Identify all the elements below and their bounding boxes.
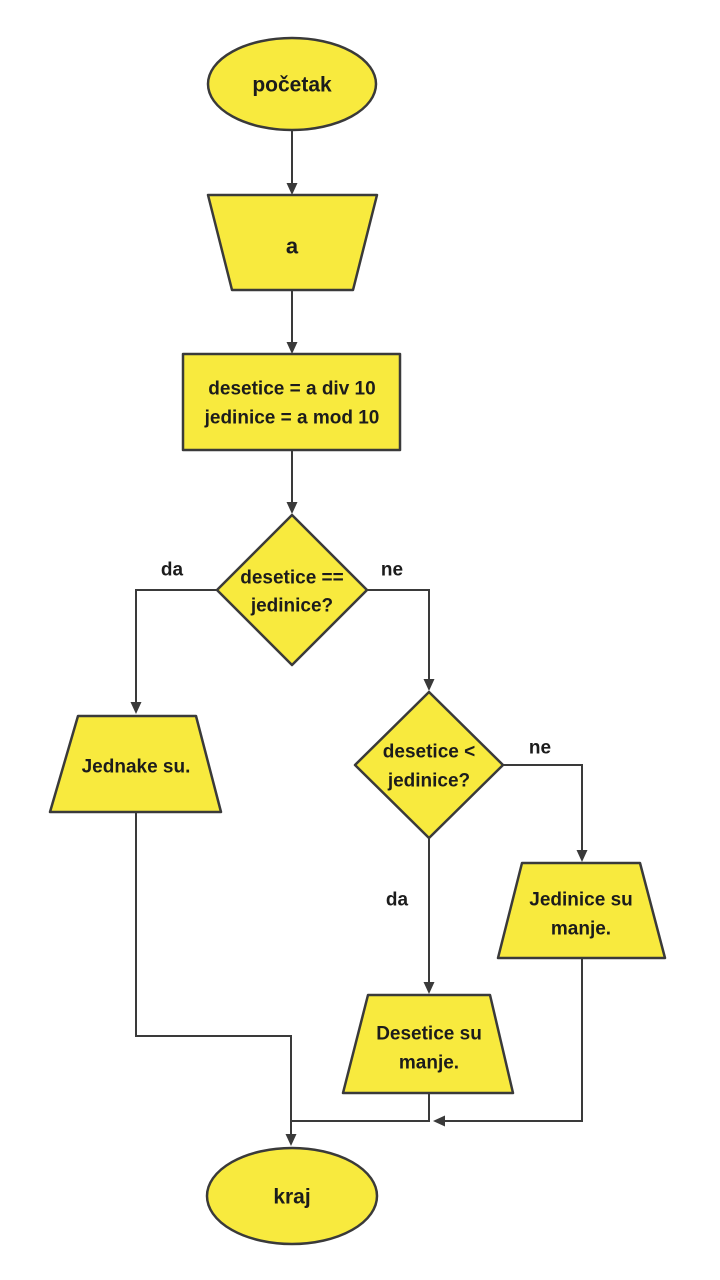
decision1-no-label: ne <box>381 560 403 581</box>
decision1-diamond <box>215 513 369 667</box>
start-label: početak <box>252 74 332 97</box>
edge-output-equal-to-end <box>135 812 292 1136</box>
output-units-smaller-line2: manje. <box>551 919 611 940</box>
edge-decision2-no <box>503 764 583 852</box>
decision1-yes-label: da <box>161 560 184 581</box>
edges <box>130 130 588 1146</box>
output-units-smaller-trapezoid <box>496 861 667 960</box>
decision2-line2: jedinice? <box>387 771 470 792</box>
end-label: kraj <box>273 1186 310 1209</box>
process-line2: jedinice = a mod 10 <box>204 408 380 429</box>
start-ellipse <box>206 36 378 132</box>
process-rect <box>181 352 402 452</box>
output-tens-smaller-trapezoid <box>341 993 515 1095</box>
input-trapezoid <box>206 193 379 292</box>
arrowhead-end <box>285 1134 297 1146</box>
output-tens-smaller-line1: Desetice su <box>376 1024 482 1045</box>
decision2-yes-label: da <box>386 890 409 911</box>
edge-decision1-no <box>367 589 430 681</box>
decision1-line1: desetice == <box>240 568 344 589</box>
edge-output-tens-to-merge <box>291 1093 430 1122</box>
output-tens-smaller-line2: manje. <box>399 1053 459 1074</box>
decision1-line2: jedinice? <box>250 596 333 617</box>
arrowhead-decision1 <box>286 502 298 514</box>
process-line1: desetice = a div 10 <box>208 379 375 400</box>
arrowhead-output-units <box>576 850 588 862</box>
arrowhead-decision2 <box>423 679 435 691</box>
decision2-diamond <box>353 690 505 840</box>
output-units-smaller-line1: Jedinice su <box>529 890 633 911</box>
input-label: a <box>286 234 299 259</box>
arrowhead-output-tens <box>423 982 435 994</box>
decision2-no-label: ne <box>529 738 551 759</box>
arrowhead-input <box>286 183 298 195</box>
arrowhead-process <box>286 342 298 354</box>
output-equal-trapezoid <box>48 714 223 814</box>
arrowhead-merge-left <box>433 1115 445 1127</box>
output-equal-label: Jednake su. <box>82 757 191 778</box>
edge-decision1-yes <box>135 589 217 704</box>
end-ellipse <box>205 1146 379 1246</box>
arrowhead-output-equal <box>130 702 142 714</box>
edge-output-units-to-merge <box>445 958 583 1122</box>
nodes: početak a desetice = a div 10 jedinice =… <box>48 36 667 1246</box>
decision2-line1: desetice < <box>383 742 475 763</box>
